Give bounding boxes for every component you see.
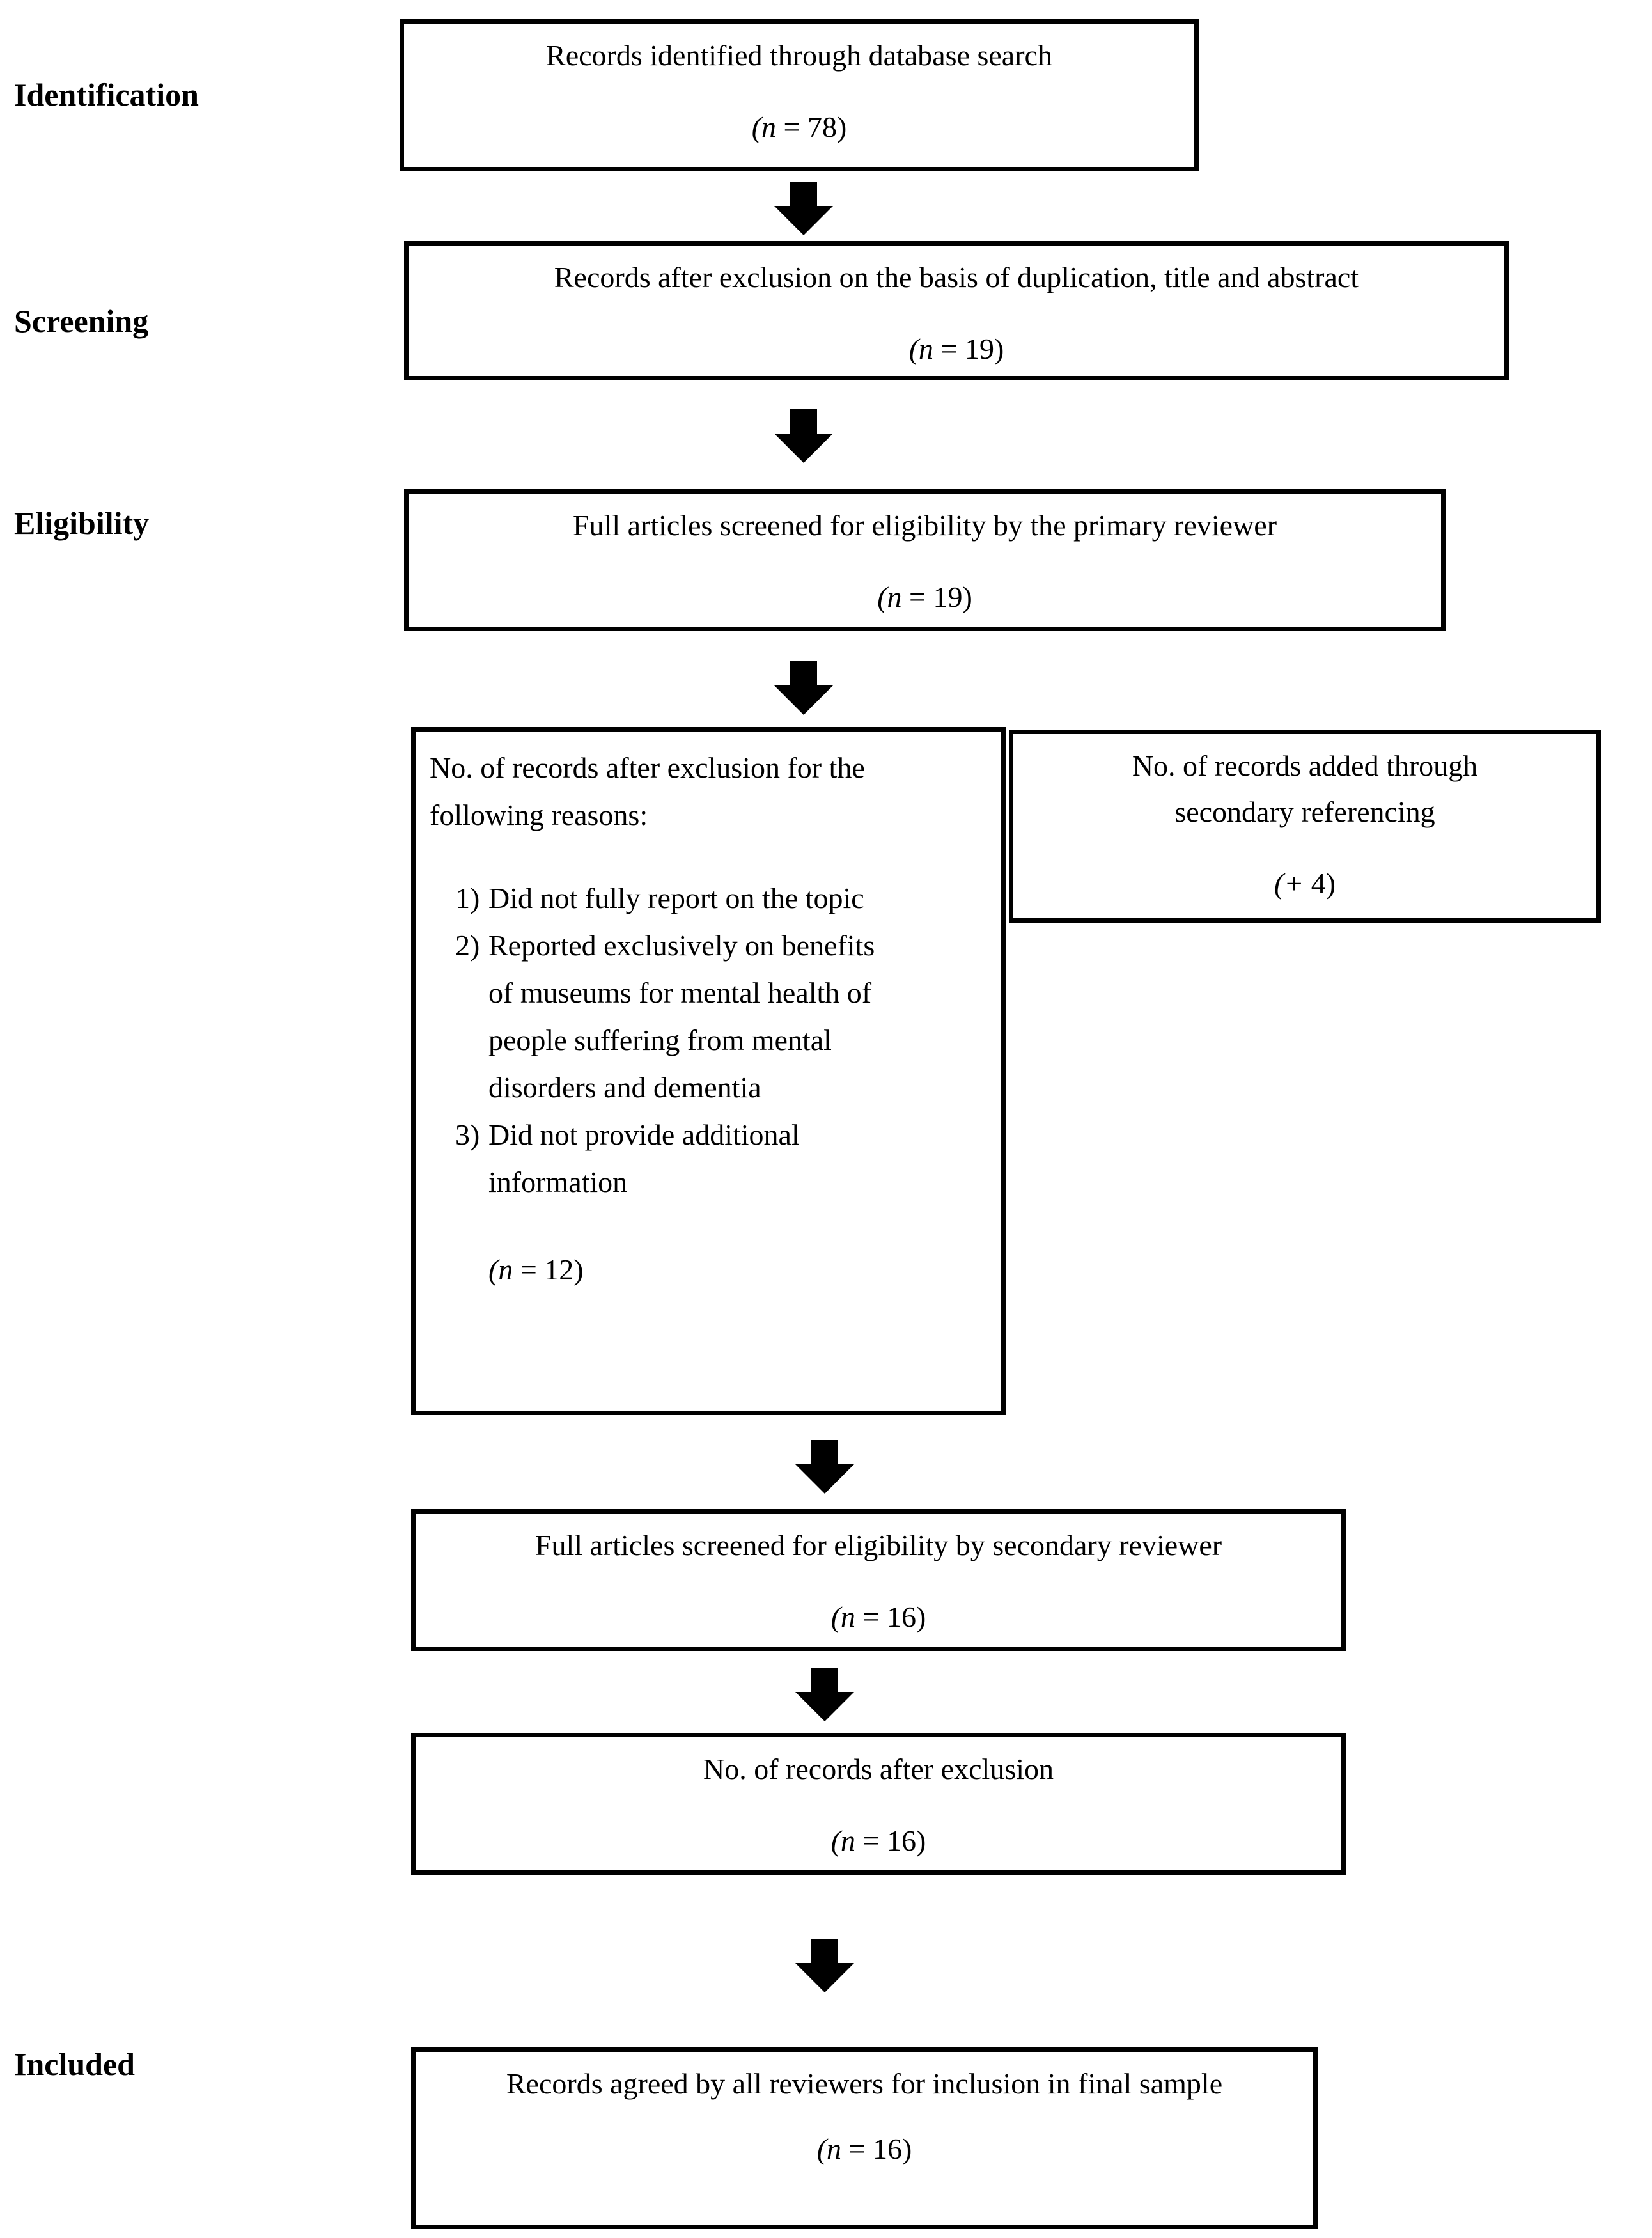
list-item-number: 1): [455, 882, 480, 914]
list-item-number: 2): [455, 929, 480, 962]
box-count: (+ 4): [1274, 867, 1336, 900]
box-title: Records after exclusion on the basis of …: [554, 261, 1359, 293]
box-title: Records identified through database sear…: [546, 39, 1052, 72]
box-title: No. of records after exclusion for the f…: [430, 751, 865, 831]
stage-label-identification: Identification: [14, 77, 199, 113]
stage-label-screening: Screening: [14, 303, 149, 339]
list-item-text: Did not fully report on the topic: [488, 882, 864, 914]
box-count: (n = 78): [751, 111, 847, 143]
flow-box-secondary-screen: Full articles screened for eligibility b…: [411, 1509, 1346, 1651]
stage-label-included: Included: [14, 2046, 135, 2082]
arrow-shaft: [811, 1440, 838, 1464]
box-title: No. of records added through secondary r…: [1132, 749, 1478, 828]
list-item-number: 3): [455, 1118, 480, 1151]
box-count: (n = 16): [830, 1600, 926, 1633]
flow-box-included-final: Records agreed by all reviewers for incl…: [411, 2047, 1318, 2229]
box-count: (n = 16): [816, 2132, 912, 2165]
flow-box-after-exclusion: No. of records after exclusion (n = 16): [411, 1733, 1346, 1875]
box-count: (n = 16): [830, 1824, 926, 1857]
arrow-shaft: [811, 1668, 838, 1692]
box-count: (n = 19): [877, 581, 972, 613]
box-title: Records agreed by all reviewers for incl…: [506, 2067, 1223, 2100]
box-count: (n = 12): [488, 1253, 584, 1286]
list-item: 2) Reported exclusively on benefits of m…: [455, 922, 898, 1111]
arrow-head: [795, 1963, 854, 1992]
down-arrow-icon: [774, 661, 833, 715]
arrow-shaft: [790, 409, 817, 434]
arrow-head: [774, 434, 833, 463]
exclusion-reason-list: 1) Did not fully report on the topic 2) …: [455, 875, 898, 1206]
down-arrow-icon: [795, 1440, 854, 1494]
box-title: Full articles screened for eligibility b…: [534, 1529, 1222, 1561]
arrow-head: [774, 206, 833, 235]
box-title: Full articles screened for eligibility b…: [572, 509, 1277, 542]
arrow-head: [774, 685, 833, 715]
list-item: 3) Did not provide additional informatio…: [455, 1111, 898, 1206]
flow-box-primary-screen: Full articles screened for eligibility b…: [404, 489, 1446, 631]
down-arrow-icon: [795, 1939, 854, 1992]
arrow-shaft: [790, 661, 817, 685]
flow-box-secondary-referencing: No. of records added through secondary r…: [1009, 730, 1601, 923]
arrow-head: [795, 1464, 854, 1494]
box-title: No. of records after exclusion: [703, 1753, 1054, 1785]
list-item-text: Reported exclusively on benefits of muse…: [488, 929, 875, 1104]
down-arrow-icon: [774, 409, 833, 463]
flow-box-after-duplication: Records after exclusion on the basis of …: [404, 241, 1509, 380]
arrow-head: [795, 1692, 854, 1721]
box-count: (n = 19): [908, 333, 1004, 365]
stage-label-eligibility: Eligibility: [14, 505, 150, 541]
flow-box-records-identified: Records identified through database sear…: [400, 19, 1199, 171]
list-item-text: Did not provide additional information: [488, 1118, 800, 1198]
down-arrow-icon: [774, 182, 833, 235]
flow-box-exclusion-reasons: No. of records after exclusion for the f…: [411, 727, 1006, 1415]
arrow-shaft: [790, 182, 817, 206]
list-item: 1) Did not fully report on the topic: [455, 875, 898, 922]
arrow-shaft: [811, 1939, 838, 1963]
down-arrow-icon: [795, 1668, 854, 1721]
